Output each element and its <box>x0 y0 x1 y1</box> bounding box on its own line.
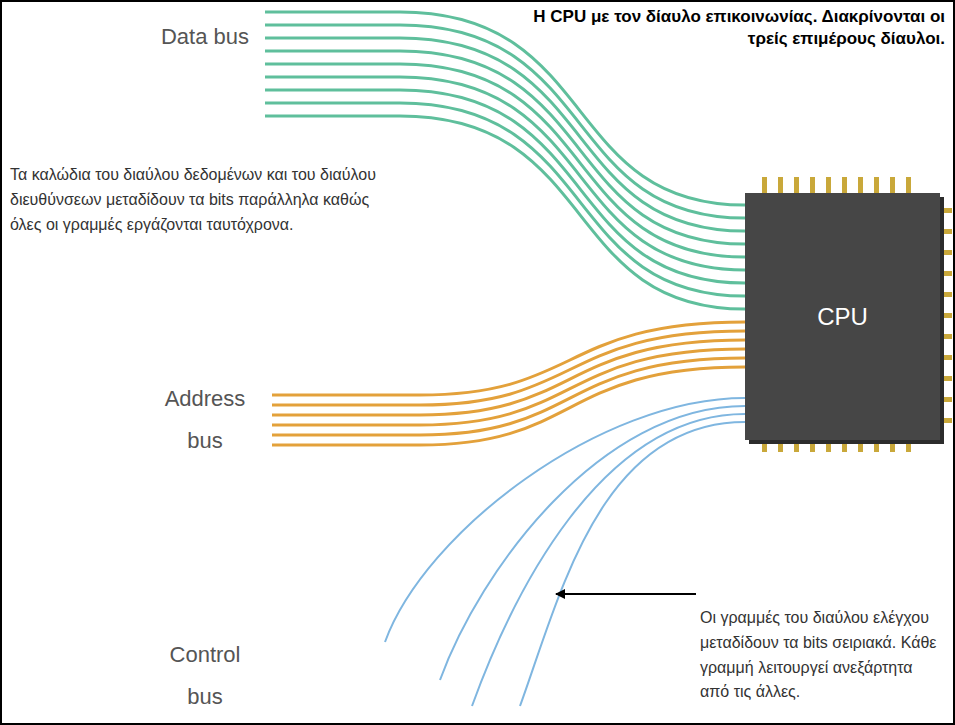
cpu-chip: CPU <box>745 193 940 440</box>
chip-pin <box>874 440 879 452</box>
chip-pin <box>940 229 952 234</box>
chip-pin <box>940 376 952 381</box>
chip-pin <box>794 177 799 194</box>
control-wire <box>385 398 745 642</box>
chip-pin <box>858 440 863 452</box>
data-wire <box>265 51 745 244</box>
address-wire <box>272 349 745 425</box>
chip-pin <box>940 355 952 360</box>
note-text: Οι γραμμές του διαύλου ελέγχου μεταδίδου… <box>700 606 945 705</box>
chip-pin <box>940 208 952 213</box>
chip-pin <box>810 177 815 194</box>
diagram-title: Η CPU με τον δίαυλο επικοινωνίας. Διακρί… <box>515 6 945 50</box>
chip-pin <box>940 313 952 318</box>
chip-pin <box>940 271 952 276</box>
chip-pin <box>890 440 895 452</box>
data-wire <box>265 90 745 283</box>
chip-pin <box>940 292 952 297</box>
chip-label: CPU <box>817 303 868 331</box>
chip-pin <box>940 397 952 402</box>
data-wire <box>265 116 745 309</box>
control-wire <box>440 406 745 680</box>
chip-pin <box>762 177 767 194</box>
address-wire <box>272 340 745 415</box>
chip-pin <box>842 440 847 452</box>
chip-pin <box>906 177 911 194</box>
chip-pin <box>826 177 831 194</box>
chip-pin <box>826 440 831 452</box>
chip-pin <box>906 440 911 452</box>
chip-pin <box>940 418 952 423</box>
bus-label: Address bus <box>150 378 260 462</box>
chip-pin <box>810 440 815 452</box>
bus-label: Data bus <box>150 16 260 58</box>
chip-pin <box>842 177 847 194</box>
chip-pin <box>762 440 767 452</box>
chip-pin <box>858 177 863 194</box>
address-wire <box>272 322 745 395</box>
data-wire <box>265 64 745 257</box>
chip-pin <box>890 177 895 194</box>
chip-pin <box>940 334 952 339</box>
chip-pin <box>874 177 879 194</box>
chip-pin <box>794 440 799 452</box>
address-wire <box>272 367 745 445</box>
address-wire <box>272 331 745 405</box>
data-wire <box>265 25 745 218</box>
chip-pin <box>778 177 783 194</box>
note-text: Τα καλώδια του διαύλου δεδομένων και του… <box>10 163 390 237</box>
bus-label: Control bus <box>150 634 260 718</box>
leader-arrow <box>556 593 696 595</box>
chip-pin <box>778 440 783 452</box>
chip-pin <box>940 250 952 255</box>
address-wire <box>272 358 745 435</box>
